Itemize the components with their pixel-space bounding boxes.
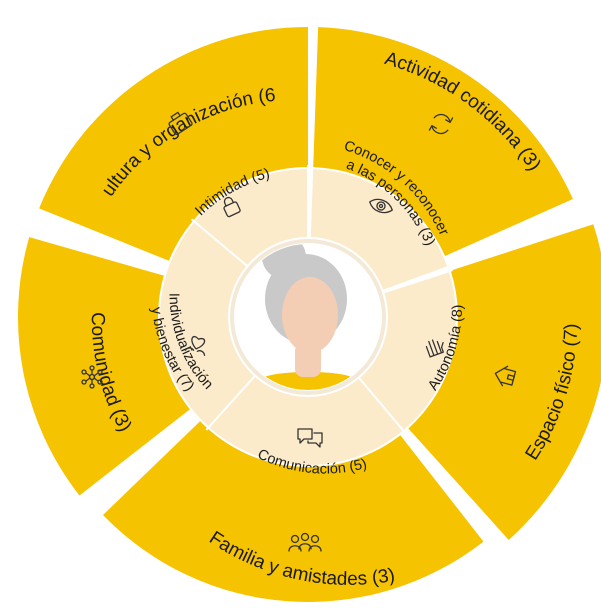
- speech-bubbles-icon: [297, 428, 323, 448]
- sector-divider: [356, 374, 407, 435]
- network-icon: [81, 365, 103, 389]
- briefcase-icon: [168, 111, 193, 136]
- outer-sector-espacio: [408, 224, 601, 540]
- heart-hands-icon: [184, 335, 206, 356]
- eye-icon: [369, 198, 393, 214]
- inner-sector-intimidad: [194, 169, 308, 266]
- inner-sector-autonomia: [359, 271, 457, 431]
- sector-divider: [205, 372, 258, 431]
- people-group-icon: [288, 532, 322, 552]
- sector-divider: [190, 218, 251, 269]
- outer-sector-cultura: [39, 27, 308, 261]
- center-avatar: [235, 244, 381, 390]
- inner-sector-conocer: [310, 169, 448, 290]
- hand-icon: [425, 339, 444, 358]
- inner-sector-individualizacion: [159, 221, 255, 427]
- refresh-cycle-icon: [428, 113, 454, 135]
- avatar-face: [282, 277, 338, 353]
- house-icon: [494, 365, 517, 387]
- outer-sector-actividad: [313, 27, 573, 256]
- inner-sector-comunicacion: [208, 376, 404, 465]
- avatar-shirt: [238, 372, 378, 390]
- padlock-icon: [223, 196, 241, 218]
- outer-sector-familia: [102, 421, 484, 603]
- sector-divider: [379, 269, 453, 295]
- outer-sector-comunidad: [18, 237, 190, 496]
